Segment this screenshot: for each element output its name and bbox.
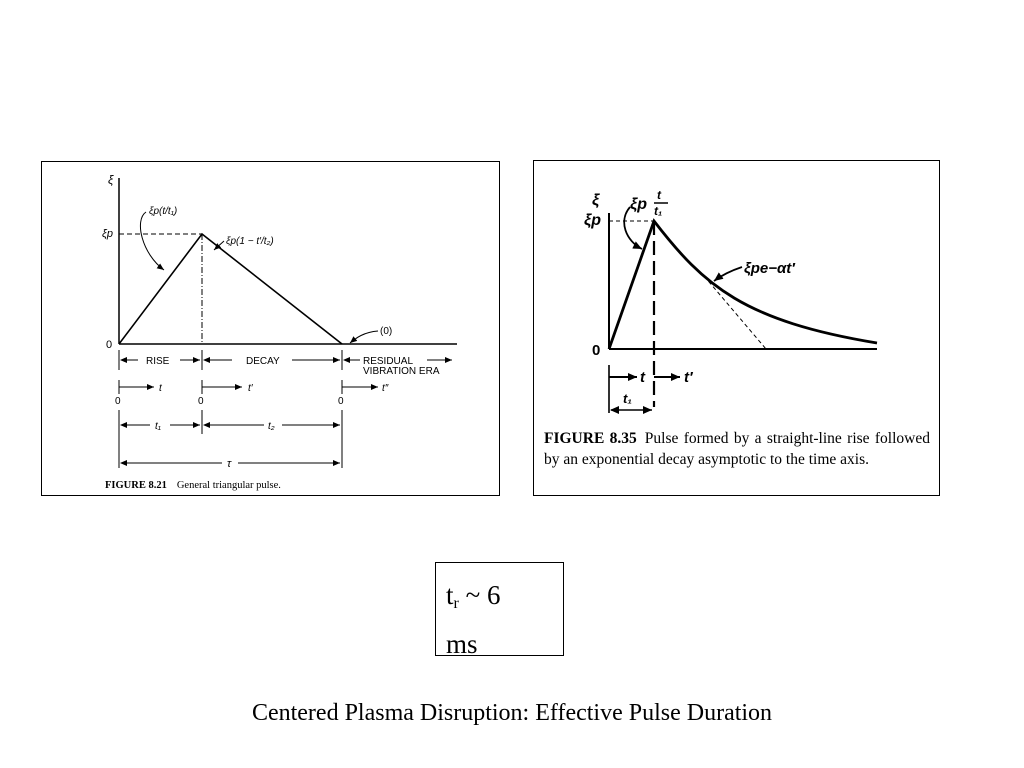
decay-formula: ξp(1 − t′/t₂): [226, 236, 274, 247]
t1-label: t₁: [155, 421, 161, 432]
y-axis-label: ξ: [592, 192, 600, 209]
triangular-pulse-diagram: ξ ξp 0 ξp(t/t₁) ξp(1 − t′/t₂) (0) RISE D…: [102, 173, 457, 470]
t-label: t: [640, 369, 646, 386]
decay-pointer: [213, 240, 225, 251]
y-axis-label: ξ: [108, 173, 114, 187]
decay-pointer: [713, 266, 743, 282]
t-prime-label: t′: [248, 383, 254, 394]
t-prime-label: t′: [684, 369, 694, 386]
rise-time-annotation-box: tr ~ 6 ms: [435, 562, 564, 659]
rise-time-subscript: r: [453, 595, 459, 612]
decay-formula: ξpe−αt′: [744, 260, 796, 277]
rise-formula: ξp(t/t₁): [149, 206, 177, 217]
rise-time-value: ~ 6: [465, 580, 501, 610]
figure-8-35-text: Pulse formed by a straight-line rise fol…: [544, 430, 930, 468]
t-double-prime-label: t″: [382, 383, 389, 394]
rise-formula-numerator: t: [657, 188, 662, 202]
rise-pointer: [139, 211, 165, 271]
pulse-curve: [607, 218, 878, 350]
t-label: t: [159, 383, 163, 394]
residual-pointer: [349, 330, 379, 344]
figure-8-21-caption: FIGURE 8.21 General triangular pulse.: [105, 480, 281, 491]
residual-phase-line2: VIBRATION ERA: [363, 366, 440, 377]
triangle-pulse-curve: [118, 232, 343, 345]
rise-formula-denominator: t₁: [654, 204, 662, 218]
zero-label: 0: [592, 342, 600, 359]
figure-8-21-number: FIGURE 8.21: [105, 480, 167, 491]
t-zero-label: 0: [115, 396, 121, 407]
residual-phase-line1: RESIDUAL: [363, 356, 413, 367]
t-double-prime-zero-label: 0: [338, 396, 344, 407]
figure-8-21-panel: ξ ξp 0 ξp(t/t₁) ξp(1 − t′/t₂) (0) RISE D…: [41, 161, 500, 496]
zero-label: 0: [106, 339, 112, 351]
residual-label: (0): [380, 326, 392, 337]
figure-8-35-panel: ξ ξp 0 ξp t t₁ ξpe−αt′ t t′ t₁ FIGURE 8.…: [533, 160, 940, 496]
figure-8-21-text: General triangular pulse.: [176, 480, 281, 491]
exponential-pulse-diagram: ξ ξp 0 ξp t t₁ ξpe−αt′ t t′ t₁: [584, 188, 878, 414]
t1-label: t₁: [623, 391, 632, 406]
peak-label: ξp: [102, 228, 113, 240]
slide-title: Centered Plasma Disruption: Effective Pu…: [251, 700, 773, 726]
tau-label: τ: [227, 458, 232, 470]
t-prime-zero-label: 0: [198, 396, 204, 407]
rise-time-symbol: t: [446, 580, 454, 610]
tangent-line: [703, 275, 767, 350]
peak-label: ξp: [584, 212, 601, 229]
t2-label: t₂: [268, 421, 275, 432]
rise-phase-label: RISE: [146, 356, 170, 367]
rise-pointer: [623, 206, 643, 250]
decay-phase-label: DECAY: [246, 356, 280, 367]
figure-8-35-number: FIGURE 8.35: [544, 430, 637, 447]
rise-formula-main: ξp: [630, 196, 647, 213]
rise-time-unit: ms: [446, 629, 478, 659]
